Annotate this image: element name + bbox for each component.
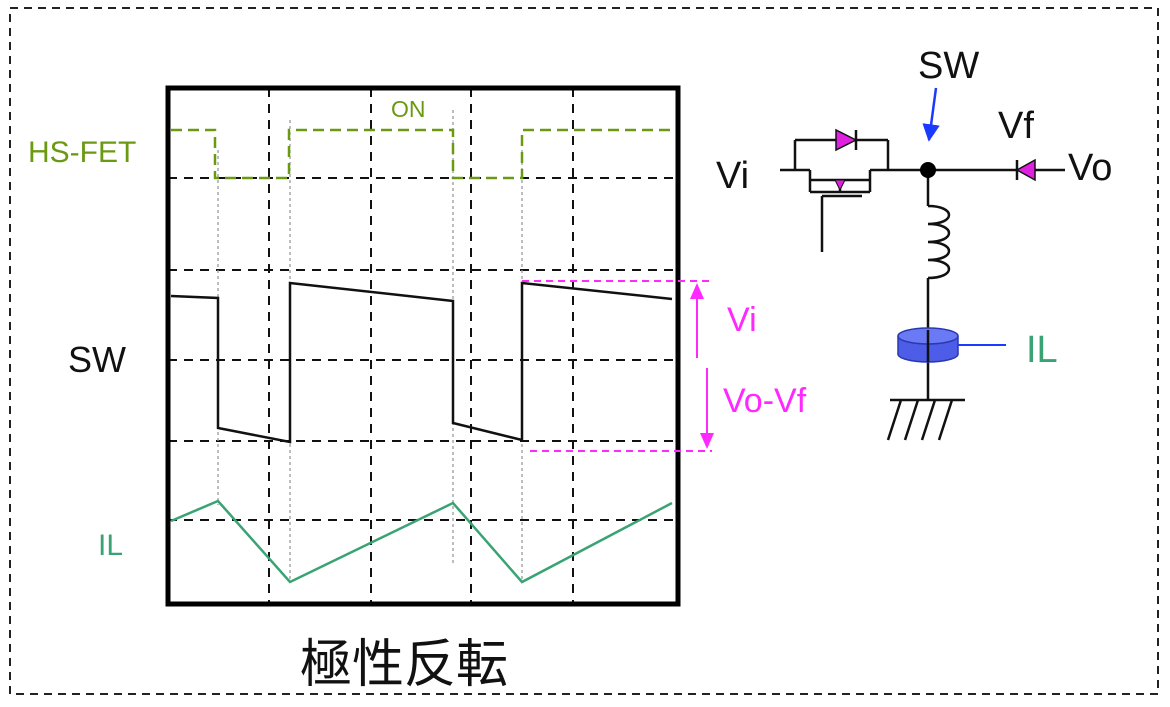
outer-frame xyxy=(9,7,1159,695)
il-waveform xyxy=(170,499,673,584)
vf-diode-icon xyxy=(1015,158,1036,182)
hs-fet-label: HS-FET xyxy=(28,136,136,169)
vi-dimension-label: Vi xyxy=(727,301,757,339)
sw-waveform-label: SW xyxy=(68,339,126,380)
vovf-dimension-label: Vo-Vf xyxy=(723,382,807,420)
vi-node-label: Vi xyxy=(716,155,749,197)
gate-arrow-icon xyxy=(834,179,846,192)
body-diode-icon xyxy=(835,128,858,152)
sw-arrow-icon xyxy=(922,87,940,142)
vo-node-label: Vo xyxy=(1068,147,1112,189)
on-label: ON xyxy=(391,96,426,122)
sw-waveform xyxy=(170,281,673,444)
current-probe-icon xyxy=(897,327,1006,363)
il-waveform-label: IL xyxy=(98,529,123,562)
hs-fet-waveform xyxy=(171,128,672,180)
scope-frame xyxy=(165,85,681,607)
voltage-dimension xyxy=(522,280,714,452)
sw-node-dot xyxy=(920,162,936,178)
vf-node-label: Vf xyxy=(998,105,1034,147)
caption: 極性反転 xyxy=(300,635,508,695)
il-probe-label: IL xyxy=(1026,329,1058,371)
scope-grid xyxy=(168,88,678,604)
circuit xyxy=(780,130,1065,441)
sw-node-label: SW xyxy=(918,45,979,87)
